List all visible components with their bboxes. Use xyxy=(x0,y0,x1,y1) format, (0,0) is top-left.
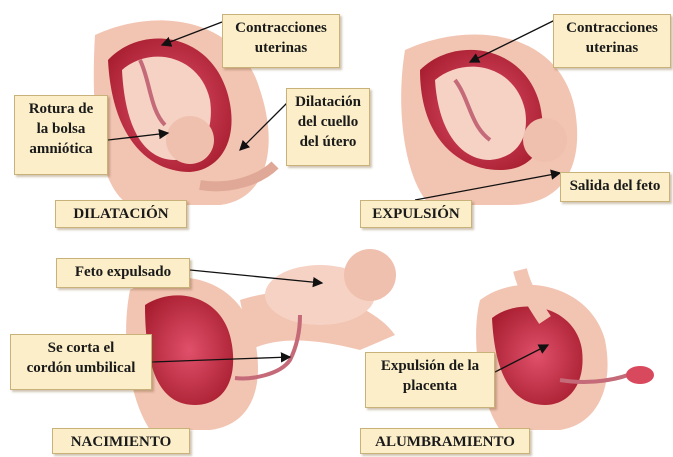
stage-alumbramiento: ALUMBRAMIENTO xyxy=(360,428,530,454)
placenta-shape xyxy=(626,366,654,384)
newborn-head xyxy=(344,249,396,301)
label-rotura-bolsa: Rotura de la bolsa amniótica xyxy=(14,95,108,175)
label-expulsion-placenta: Expulsión de la placenta xyxy=(365,352,495,408)
alumbramiento-illustration xyxy=(476,270,654,430)
stage-expulsion: EXPULSIÓN xyxy=(360,200,472,228)
stage-nacimiento: NACIMIENTO xyxy=(52,428,190,454)
label-dilatacion-cuello: Dilatación del cuello del útero xyxy=(286,88,370,166)
label-contracciones-dilatacion: Contracciones uterinas xyxy=(222,14,340,68)
label-salida-feto: Salida del feto xyxy=(560,172,670,202)
label-cordon-umbilical: Se corta el cordón umbilical xyxy=(10,334,152,390)
fetus-head-emerging xyxy=(523,118,567,162)
stage-dilatacion: DILATACIÓN xyxy=(55,200,187,228)
label-contracciones-expulsion: Contracciones uterinas xyxy=(553,14,671,68)
label-feto-expulsado: Feto expulsado xyxy=(56,258,190,288)
fetus-head xyxy=(166,116,214,164)
expulsion-illustration xyxy=(401,34,577,205)
